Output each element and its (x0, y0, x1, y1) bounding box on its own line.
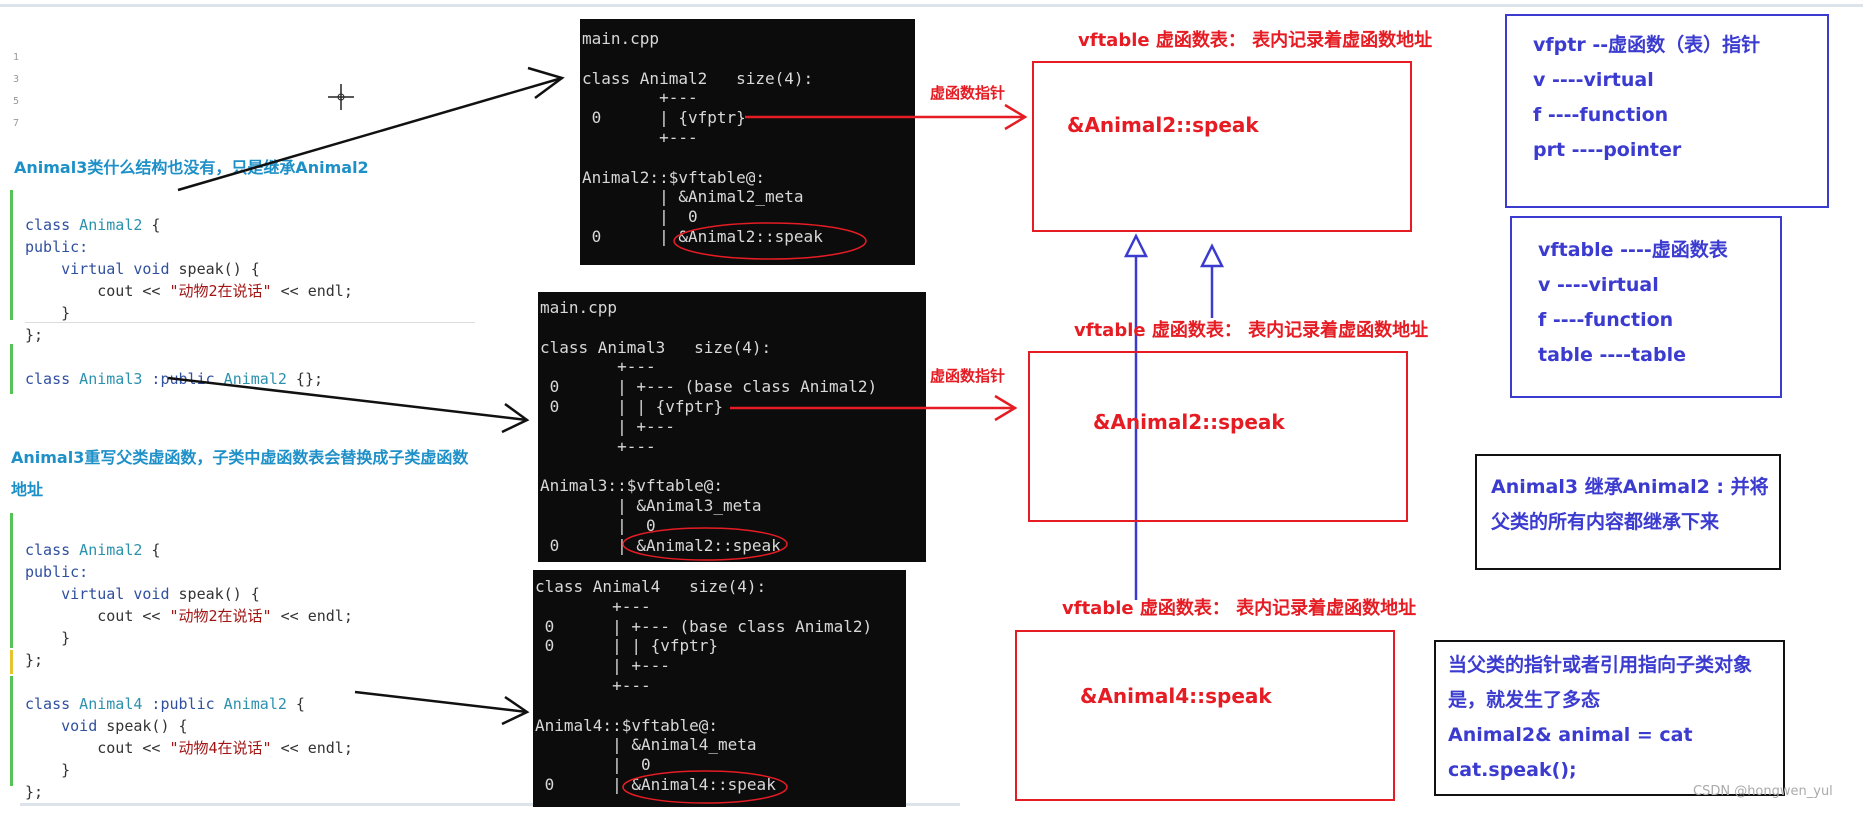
vfptr-label: 虚函数指针 (930, 367, 1006, 385)
top-divider (0, 4, 1863, 7)
vtable-title: vftable 虚函数表： 表内记录着虚函数地址 (1062, 598, 1417, 619)
terminal-animal4-layout: class Animal4 size(4): +--- 0 | +--- (ba… (533, 570, 906, 807)
editor-change-bar (10, 344, 13, 394)
line-number-mark: 7 (13, 118, 20, 129)
line-number-mark: 5 (13, 96, 20, 107)
code-block-animal2-animal3: class Animal2 { public: virtual void spea… (25, 192, 353, 412)
code-line: } (25, 304, 71, 322)
terminal-animal2-layout: main.cpp class Animal2 size(4): +--- 0 |… (580, 19, 915, 265)
vtable-entry: &Animal2::speak (1067, 113, 1259, 137)
highlight-ellipse (622, 770, 788, 804)
vtable-box-animal2: &Animal2::speak (1032, 61, 1412, 232)
vtable-entry: &Animal2::speak (1093, 410, 1285, 434)
code-block-animal2-animal4: class Animal2 { public: virtual void spea… (25, 517, 353, 825)
editor-change-bar (10, 513, 13, 648)
bottom-scrollbar (20, 803, 960, 806)
code-line: class Animal2 { (25, 216, 161, 234)
legend-text: vfptr --虚函数（表）指针 v ----virtual f ----fun… (1533, 34, 1761, 161)
vtable-box-animal4: &Animal4::speak (1015, 630, 1395, 801)
code-line: virtual void speak() { (25, 585, 260, 603)
vtable-box-animal3: &Animal2::speak (1028, 351, 1408, 522)
vtable-entry: &Animal4::speak (1080, 684, 1272, 708)
crosshair-cursor-icon (328, 84, 354, 110)
code-separator (25, 322, 475, 323)
shared-vtable-arrow (1123, 233, 1149, 600)
highlight-ellipse (673, 222, 867, 260)
code-to-terminal-arrow (177, 66, 565, 192)
vtable-title: vftable 虚函数表： 表内记录着虚函数地址 (1078, 30, 1433, 51)
code-line: }; (25, 783, 44, 801)
code-to-terminal-arrow (167, 376, 530, 434)
highlight-ellipse (622, 527, 788, 561)
watermark: CSDN @hongwen_yul (1693, 784, 1833, 799)
code-line: cout << "动物2在说话" << endl; (25, 282, 353, 300)
code-to-terminal-arrow (354, 690, 530, 726)
legend-vfptr: vfptr --虚函数（表）指针 v ----virtual f ----fun… (1505, 14, 1829, 208)
polymorphism-note-box: 当父类的指针或者引用指向子类对象 是，就发生了多态 Animal2& anima… (1434, 640, 1785, 796)
vfptr-label: 虚函数指针 (930, 84, 1006, 102)
vfptr-arrow (745, 103, 1028, 131)
editor-change-bar-yellow (10, 650, 13, 674)
code-line: } (25, 629, 71, 647)
code-line: }; (25, 651, 44, 669)
code-line: cout << "动物2在说话" << endl; (25, 607, 353, 625)
note-animal4-override: Animal3重写父类虚函数，子类中虚函数表会替换成子类虚函数地址 (11, 448, 469, 499)
inheritance-note-box: Animal3 继承Animal2 : 并将 父类的所有内容都继承下来 (1475, 454, 1781, 570)
vfptr-arrow (730, 394, 1018, 422)
polymorphism-note: 当父类的指针或者引用指向子类对象 是，就发生了多态 Animal2& anima… (1448, 654, 1753, 781)
code-line: public: (25, 563, 89, 581)
code-line: }; (25, 326, 44, 344)
code-line: public: (25, 238, 89, 256)
code-line: void speak() { (25, 717, 188, 735)
vtable-title: vftable 虚函数表： 表内记录着虚函数地址 (1074, 320, 1429, 341)
code-line: class Animal2 { (25, 541, 161, 559)
terminal-animal3-layout: main.cpp class Animal3 size(4): +--- 0 |… (538, 292, 926, 562)
code-line: class Animal4 :public Animal2 { (25, 695, 305, 713)
inheritance-note: Animal3 继承Animal2 : 并将 父类的所有内容都继承下来 (1491, 476, 1769, 533)
line-number-mark: 3 (13, 74, 20, 85)
note-animal3-inherits: Animal3类什么结构也没有，只是继承Animal2 (14, 158, 369, 177)
line-number-mark: 1 (13, 52, 20, 63)
editor-change-bar (10, 190, 13, 320)
code-line: cout << "动物4在说话" << endl; (25, 739, 353, 757)
legend-vftable: vftable ----虚函数表 v ----virtual f ----fun… (1510, 216, 1782, 398)
legend-text: vftable ----虚函数表 v ----virtual f ----fun… (1538, 239, 1728, 366)
editor-change-bar (10, 676, 13, 786)
code-line: virtual void speak() { (25, 260, 260, 278)
code-line: } (25, 761, 71, 779)
shared-vtable-arrow (1199, 243, 1225, 318)
